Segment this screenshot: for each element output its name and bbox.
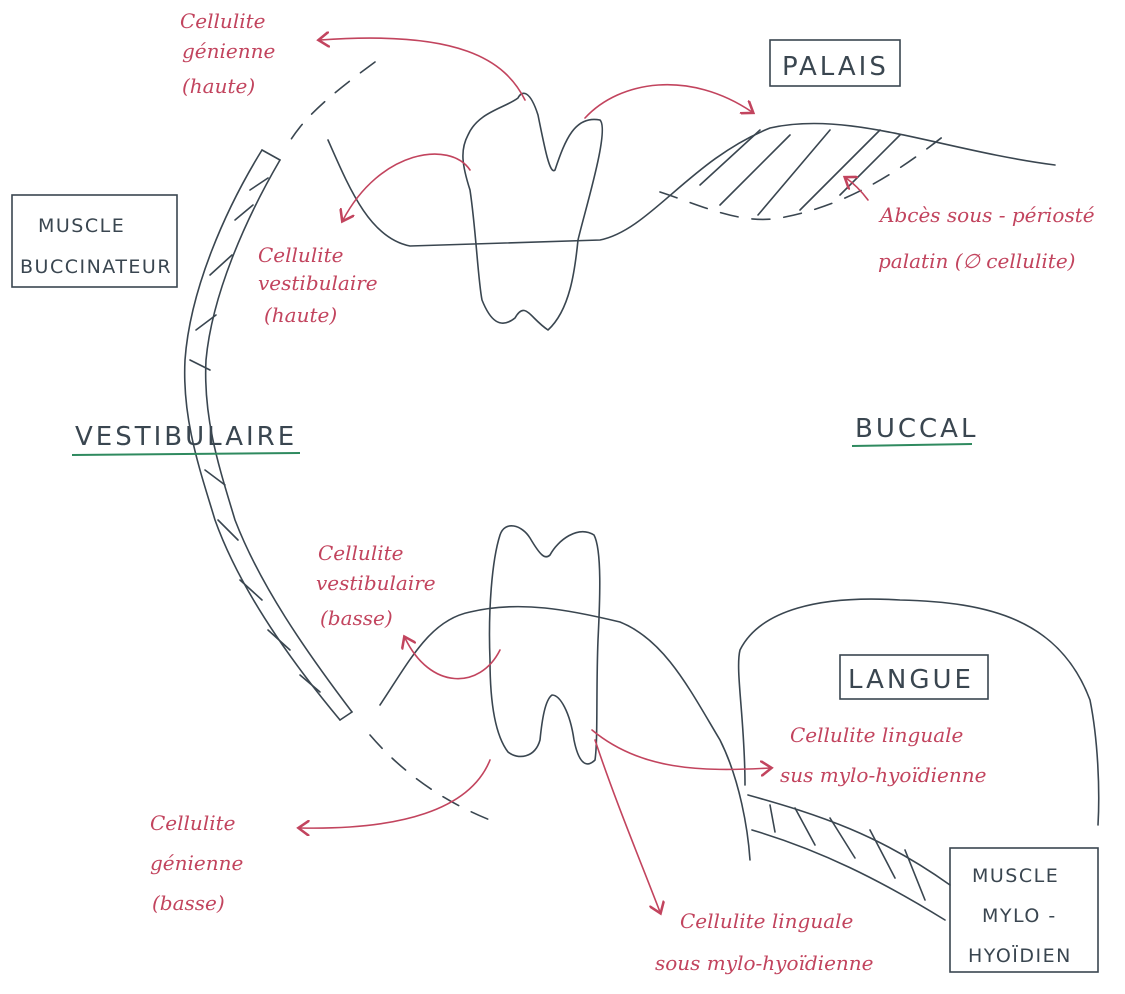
svg-text:Abcès sous - périosté: Abcès sous - périosté bbox=[878, 203, 1095, 227]
svg-text:Cellulite: Cellulite bbox=[258, 243, 343, 267]
lower-gum-line bbox=[380, 607, 750, 860]
mylohyoid-hatching bbox=[770, 805, 925, 900]
svg-text:Cellulite linguale: Cellulite linguale bbox=[680, 909, 853, 933]
annotation-vestibulaire-basse: Cellulite vestibulaire (basse) bbox=[316, 541, 436, 630]
svg-text:Cellulite linguale: Cellulite linguale bbox=[790, 723, 963, 747]
arrow-palais bbox=[585, 85, 752, 118]
svg-text:(haute): (haute) bbox=[182, 74, 255, 98]
svg-text:Cellulite: Cellulite bbox=[150, 811, 235, 835]
buccinator-top-cap bbox=[262, 150, 280, 160]
arrow-vestibulaire-basse bbox=[405, 638, 500, 679]
svg-text:sous mylo-hyoïdienne: sous mylo-hyoïdienne bbox=[655, 951, 874, 975]
annotation-genienne-basse: Cellulite génienne (basse) bbox=[150, 811, 243, 915]
muscle-buccinateur-line2: BUCCINATEUR bbox=[20, 256, 172, 278]
arrow-vestibulaire-haute bbox=[343, 154, 470, 220]
annotation-genienne-haute: Cellulite génienne (haute) bbox=[180, 9, 275, 98]
arrow-genienne-basse bbox=[300, 760, 490, 828]
svg-text:génienne: génienne bbox=[150, 851, 243, 875]
svg-text:palatin (∅ cellulite): palatin (∅ cellulite) bbox=[878, 249, 1075, 273]
upper-tooth bbox=[463, 93, 602, 330]
mylohyoid-upper bbox=[748, 795, 950, 885]
upper-gum-line bbox=[328, 123, 1055, 246]
svg-text:(basse): (basse) bbox=[152, 891, 225, 915]
mylohyoid-lower bbox=[752, 830, 945, 920]
svg-text:vestibulaire: vestibulaire bbox=[258, 271, 378, 295]
buccal-underline bbox=[852, 444, 972, 446]
svg-text:Cellulite: Cellulite bbox=[180, 9, 265, 33]
upper-gum-dashed-tail bbox=[285, 62, 375, 150]
svg-text:sus mylo-hyoïdienne: sus mylo-hyoïdienne bbox=[780, 763, 986, 787]
muscle-mylo-line3: HYOÏDIEN bbox=[968, 944, 1072, 967]
svg-text:vestibulaire: vestibulaire bbox=[316, 571, 436, 595]
annotation-linguale-sous: Cellulite linguale sous mylo-hyoïdienne bbox=[655, 909, 874, 975]
annotation-vestibulaire-haute: Cellulite vestibulaire (haute) bbox=[258, 243, 378, 327]
palais-label: PALAIS bbox=[782, 52, 889, 82]
annotation-linguale-sus: Cellulite linguale sus mylo-hyoïdienne bbox=[780, 723, 986, 787]
muscle-buccinateur-line1: MUSCLE bbox=[38, 215, 125, 237]
langue-label: LANGUE bbox=[848, 665, 974, 695]
muscle-mylo-line1: MUSCLE bbox=[972, 865, 1059, 887]
lower-tooth bbox=[489, 526, 599, 764]
svg-text:Cellulite: Cellulite bbox=[318, 541, 403, 565]
palate-hatching bbox=[700, 130, 900, 215]
svg-text:(haute): (haute) bbox=[264, 303, 337, 327]
svg-text:(basse): (basse) bbox=[320, 606, 393, 630]
muscle-mylo-line2: MYLO - bbox=[982, 905, 1057, 927]
tongue-outline bbox=[739, 599, 1099, 825]
vestibulaire-underline bbox=[72, 453, 300, 455]
buccal-label: BUCCAL bbox=[855, 414, 978, 444]
annotation-abces: Abcès sous - périosté palatin (∅ celluli… bbox=[878, 203, 1095, 273]
arrow-linguale-sous bbox=[595, 740, 660, 912]
buccinator-end-cap bbox=[340, 712, 352, 720]
vestibulaire-label: VESTIBULAIRE bbox=[75, 422, 297, 452]
arrow-genienne-haute bbox=[320, 38, 525, 100]
lower-gum-dashed-tail bbox=[370, 735, 490, 820]
svg-text:génienne: génienne bbox=[182, 39, 275, 63]
